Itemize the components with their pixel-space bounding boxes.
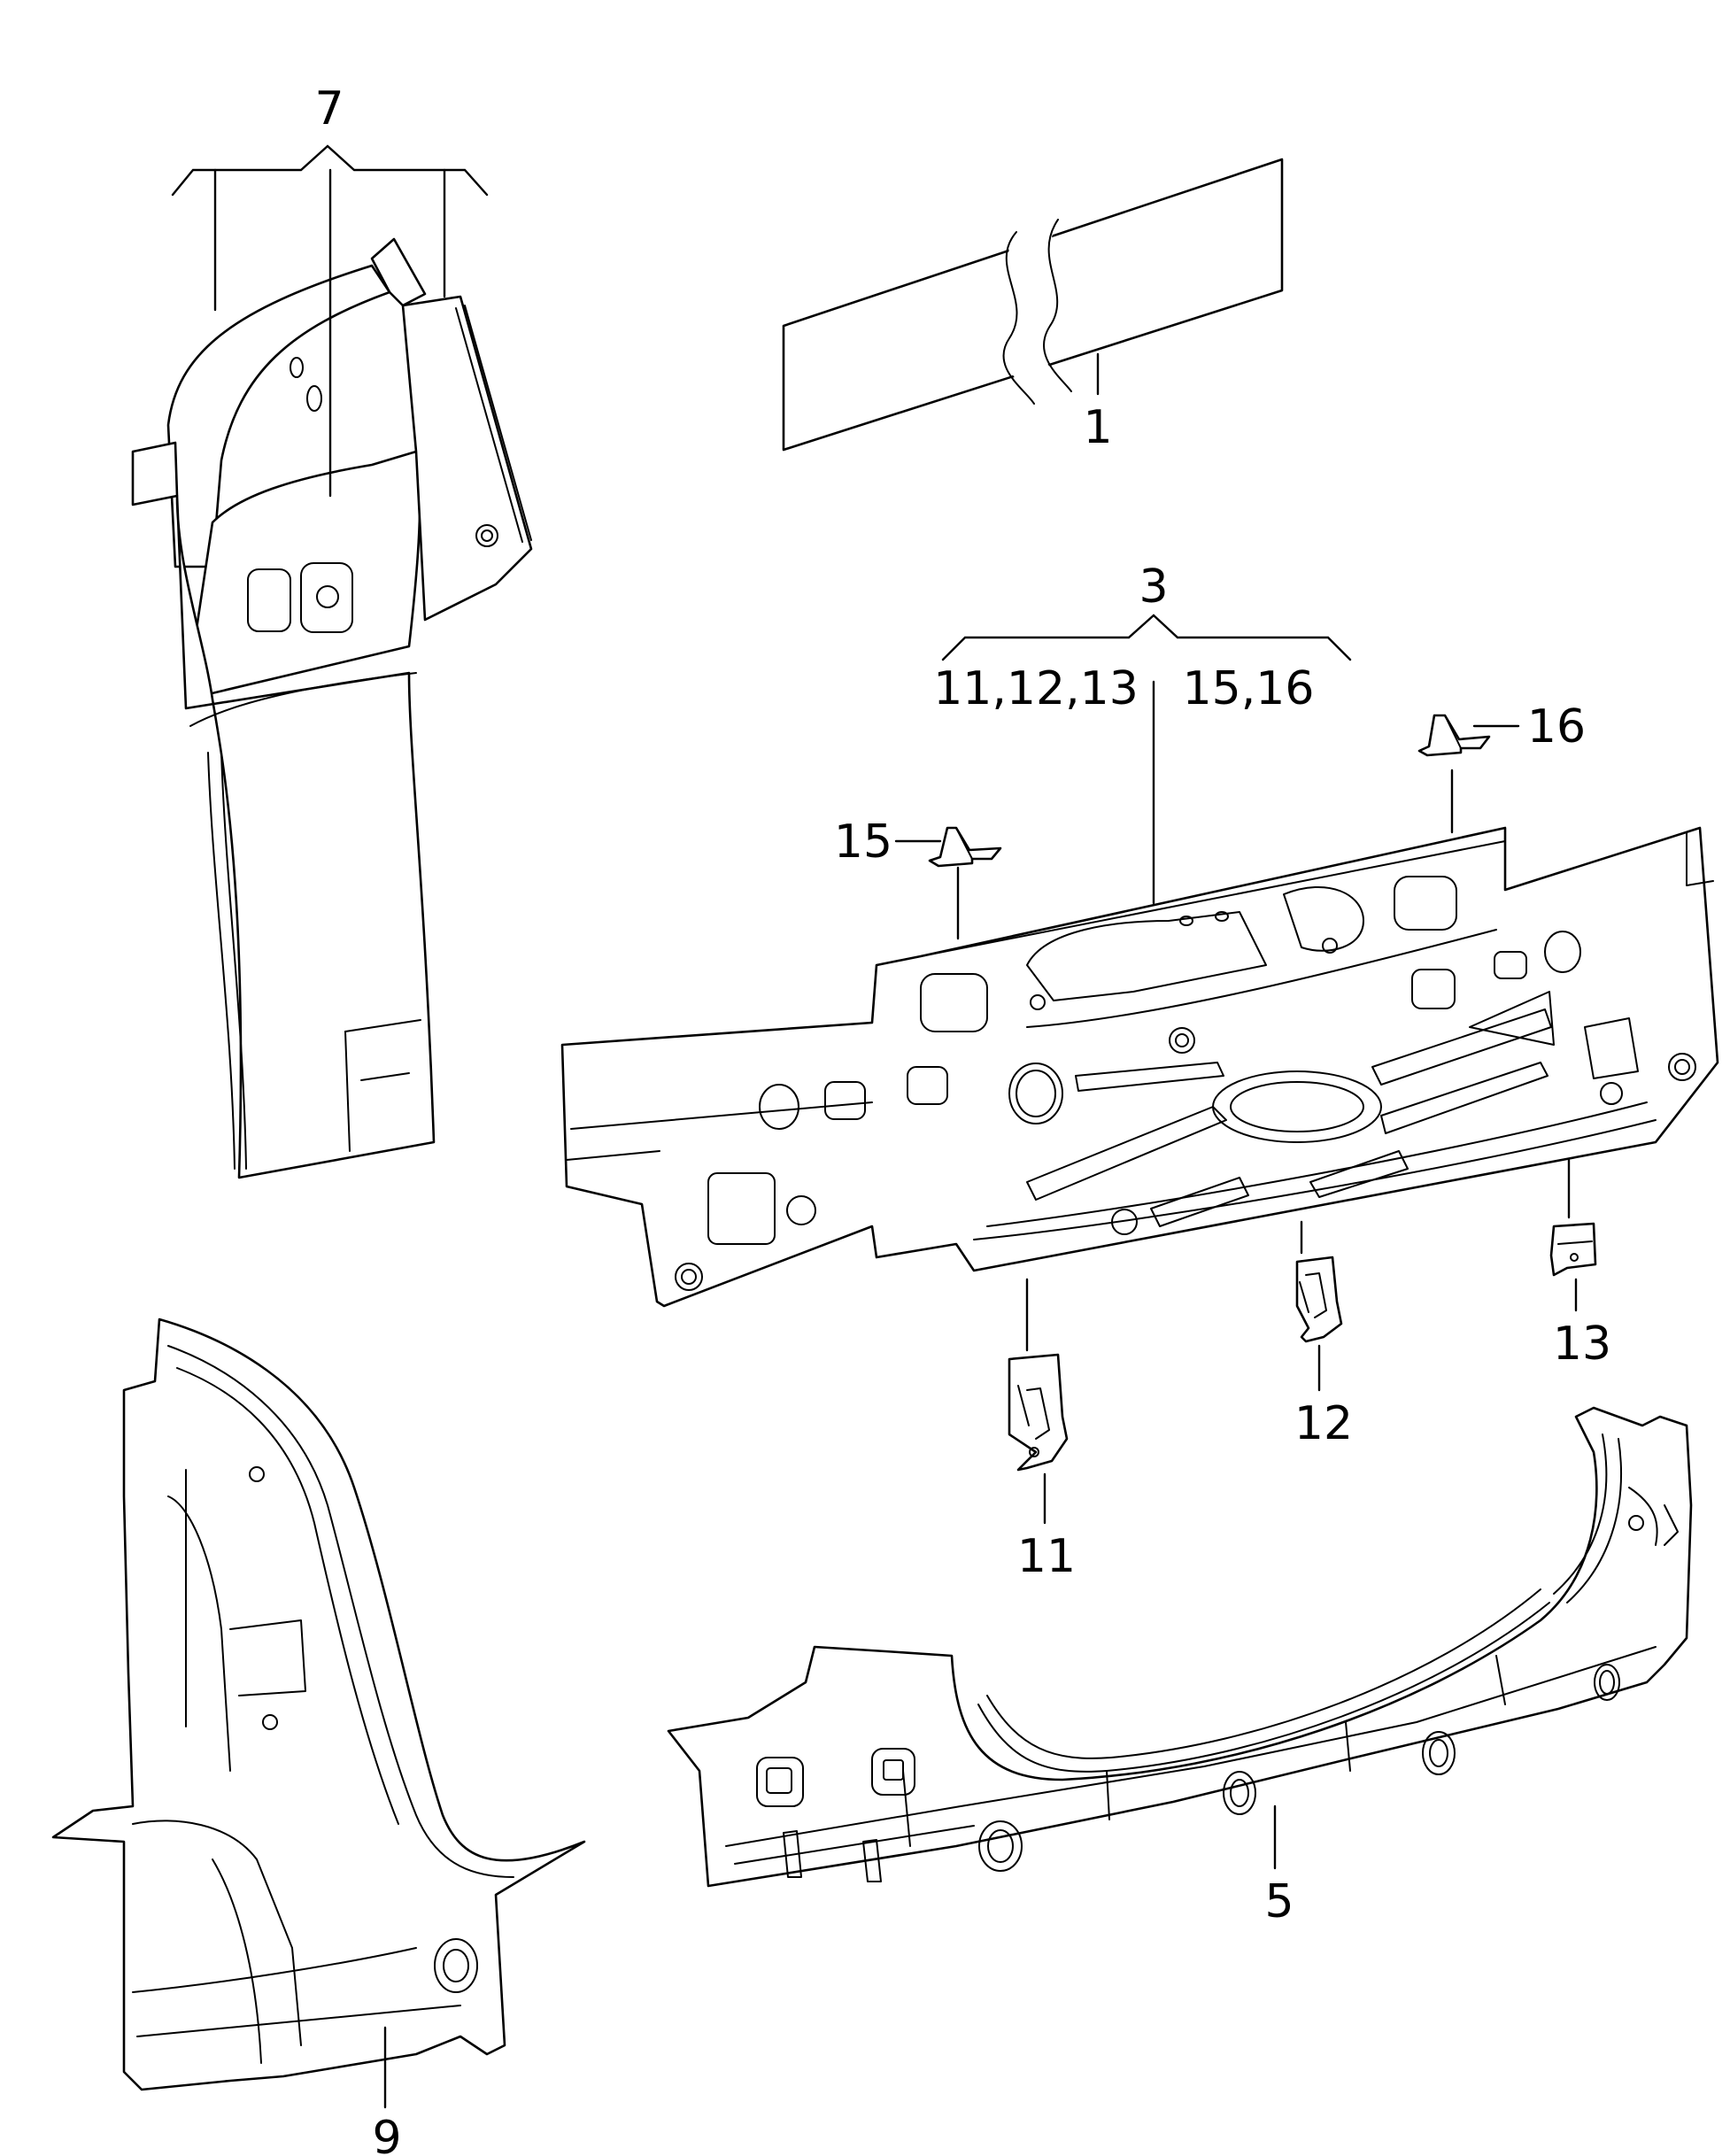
part-3-rear-panel[interactable]: [560, 826, 1719, 1308]
callout-3-left-group: 11,12,13: [933, 662, 1139, 715]
part-13-clip[interactable]: [1549, 1222, 1597, 1277]
part-12-clip[interactable]: [1295, 1256, 1343, 1343]
part-7-pillar[interactable]: [131, 237, 533, 1179]
callout-15: 15: [834, 815, 892, 869]
callout-12: 12: [1294, 1397, 1353, 1450]
part-1-strip[interactable]: [782, 158, 1284, 452]
callout-labels: 7 1 3 11,12,13 15,16 15 16 11 12 13 5 9: [314, 82, 1611, 2156]
callout-11: 11: [1017, 1530, 1076, 1583]
leader-lines: [171, 144, 1578, 2109]
part-5-lower-member[interactable]: [667, 1406, 1693, 1888]
part-9-quarter-inner[interactable]: [51, 1318, 586, 2091]
part-15-bracket[interactable]: [928, 826, 1002, 868]
callout-3-right-group: 15,16: [1183, 662, 1315, 715]
callout-13: 13: [1553, 1318, 1611, 1371]
callout-3: 3: [1139, 560, 1168, 614]
callout-9: 9: [372, 2112, 401, 2156]
part-16-bracket[interactable]: [1417, 714, 1491, 757]
callout-7: 7: [314, 82, 344, 135]
part-11-clip[interactable]: [1008, 1353, 1069, 1472]
callout-5: 5: [1264, 1875, 1294, 1928]
callout-1: 1: [1083, 401, 1112, 454]
callout-16: 16: [1527, 700, 1586, 753]
